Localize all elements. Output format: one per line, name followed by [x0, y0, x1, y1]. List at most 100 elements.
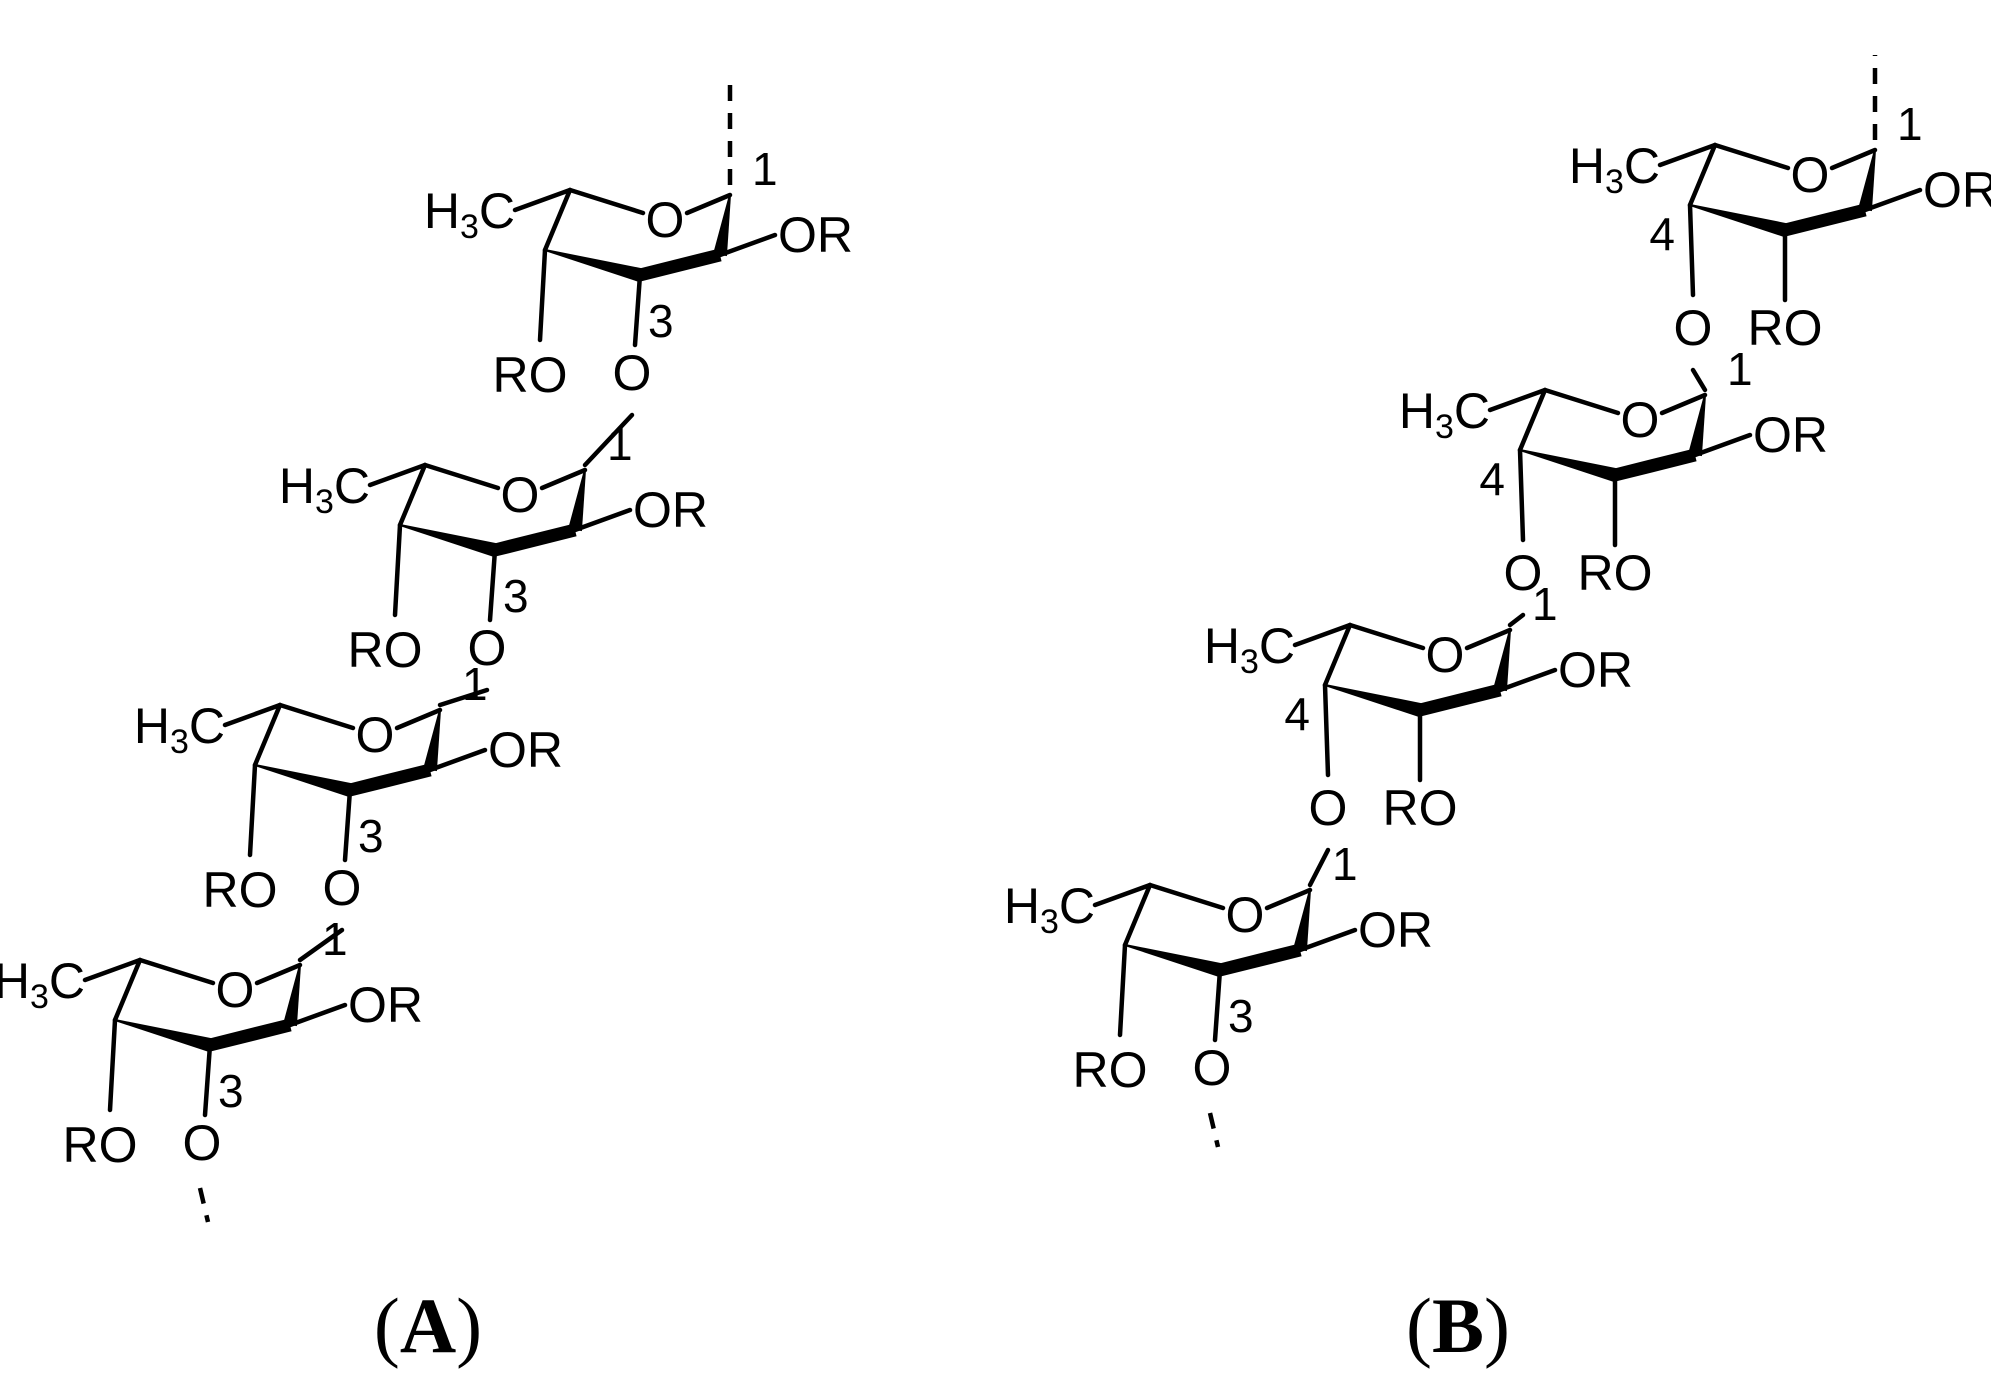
- ring-wedge-c1-c2: [1493, 629, 1511, 692]
- glycosidic-oxygen-label: O: [323, 860, 362, 916]
- anomeric-carbon-label: 1: [462, 658, 488, 710]
- c2-or-label: OR: [1558, 642, 1633, 698]
- c4-substituent-bond: [1117, 942, 1128, 1038]
- ring-bond-c3-c2: [1613, 448, 1697, 482]
- ring-bond-c4-c5: [112, 957, 143, 1023]
- c2-substituent-bond: [717, 232, 778, 258]
- anomeric-carbon-label: 1: [1897, 98, 1923, 150]
- ring-wedge-c1-c2: [713, 194, 731, 257]
- c4-ro-label: RO: [1073, 1042, 1148, 1098]
- glycosidic-link-bond: [1307, 847, 1331, 888]
- c3-ro-label: RO: [1383, 780, 1458, 836]
- c3-glycosidic-bond: [632, 272, 643, 348]
- c4-ro-label: RO: [348, 622, 423, 678]
- c2-or-label: OR: [633, 482, 708, 538]
- ring-bond-o5-c1: [254, 962, 303, 986]
- ring-wedge-c1-c2: [423, 709, 441, 772]
- methyl-label: H3C: [1399, 383, 1490, 446]
- anomeric-carbon-label: 1: [1332, 838, 1358, 890]
- position-3-label: 3: [648, 295, 674, 347]
- c5-methyl-bond: [1092, 882, 1153, 908]
- c3-glycosidic-bond: [342, 787, 353, 863]
- anomeric-carbon-label: 1: [752, 143, 778, 195]
- c2-or-label: OR: [488, 722, 563, 778]
- ring-bond-o5-c1: [539, 467, 588, 491]
- ring-wedge-c4-c3: [1689, 204, 1787, 237]
- ring-bond-o5-c1: [1829, 147, 1878, 171]
- chain-continuation-bottom: [1207, 1112, 1221, 1148]
- c4-ro-label: RO: [203, 862, 278, 918]
- glycosidic-link-bond: [1507, 612, 1526, 628]
- c4-substituent-bond: [392, 522, 403, 618]
- glycosidic-link-bond: [297, 927, 345, 963]
- ring-oxygen-label: O: [1426, 627, 1465, 683]
- ring-wedge-c4-c3: [1519, 449, 1617, 482]
- glycosidic-oxygen-label: O: [183, 1115, 222, 1171]
- position-3-label: 3: [1228, 990, 1254, 1042]
- ring-oxygen-label: O: [356, 707, 395, 763]
- methyl-label: H3C: [424, 183, 515, 246]
- ring-oxygen-label: O: [646, 192, 685, 248]
- ring-wedge-c4-c3: [1124, 944, 1222, 977]
- c4-substituent-bond: [247, 762, 258, 858]
- glycosidic-link-bond: [437, 687, 490, 708]
- ring-bond-c3-c2: [208, 1018, 292, 1052]
- caption-a: (A): [374, 1282, 482, 1369]
- ring-bond-c3-c2: [493, 523, 577, 557]
- glycosidic-oxygen-label: O: [1674, 300, 1713, 356]
- c4-glycosidic-bond: [1687, 202, 1696, 298]
- ring-bond-c3-c2: [638, 248, 722, 282]
- c3-ro-label: RO: [1578, 545, 1653, 601]
- anomeric-carbon-label: 1: [1727, 343, 1753, 395]
- ring-bond-c3-c2: [1418, 683, 1502, 717]
- position-4-label: 4: [1479, 453, 1505, 505]
- ring-bond-c3-c2: [1783, 203, 1867, 237]
- ring-wedge-c1-c2: [1293, 889, 1311, 952]
- methyl-label: H3C: [1204, 618, 1295, 681]
- c4-ro-label: RO: [63, 1117, 138, 1173]
- c2-or-label: OR: [1753, 407, 1828, 463]
- ring-bond-c5-o5: [567, 187, 646, 216]
- glycosidic-link-bond: [582, 412, 635, 468]
- ring-bond-c4-c5: [542, 187, 573, 253]
- ring-bond-o5-c1: [1464, 627, 1513, 651]
- anomeric-carbon-label: 1: [1532, 578, 1558, 630]
- c3-ro-label: RO: [1748, 300, 1823, 356]
- ring-bond-c5-o5: [137, 957, 216, 986]
- c2-or-label: OR: [1923, 162, 1991, 218]
- ring-wedge-c4-c3: [254, 764, 352, 797]
- ring-oxygen-label: O: [1791, 147, 1830, 203]
- c2-substituent-bond: [427, 747, 488, 773]
- chain-continuation-bottom: [197, 1187, 211, 1223]
- position-3-label: 3: [503, 570, 529, 622]
- c2-substituent-bond: [1862, 187, 1923, 213]
- ring-wedge-c1-c2: [1858, 149, 1876, 212]
- ring-bond-c5-o5: [1347, 622, 1426, 651]
- ring-bond-o5-c1: [1264, 887, 1313, 911]
- ring-wedge-c4-c3: [114, 1019, 212, 1052]
- c2-or-label: OR: [1358, 902, 1433, 958]
- c4-glycosidic-bond: [1517, 447, 1526, 543]
- caption-b: (B): [1406, 1282, 1510, 1369]
- ring-bond-c5-o5: [1542, 387, 1621, 416]
- c2-or-label: OR: [778, 207, 853, 263]
- c5-methyl-bond: [367, 462, 428, 488]
- ring-oxygen-label: O: [501, 467, 540, 523]
- ring-bond-c4-c5: [1122, 882, 1153, 948]
- ring-wedge-c4-c3: [544, 249, 642, 282]
- c5-methyl-bond: [82, 957, 143, 983]
- c5-methyl-bond: [1657, 142, 1718, 168]
- position-4-label: 4: [1649, 208, 1675, 260]
- ring-bond-c5-o5: [1712, 142, 1791, 171]
- methyl-label: H3C: [279, 458, 370, 521]
- c3-glycosidic-bond: [202, 1042, 213, 1118]
- ring-wedge-c1-c2: [1688, 394, 1706, 457]
